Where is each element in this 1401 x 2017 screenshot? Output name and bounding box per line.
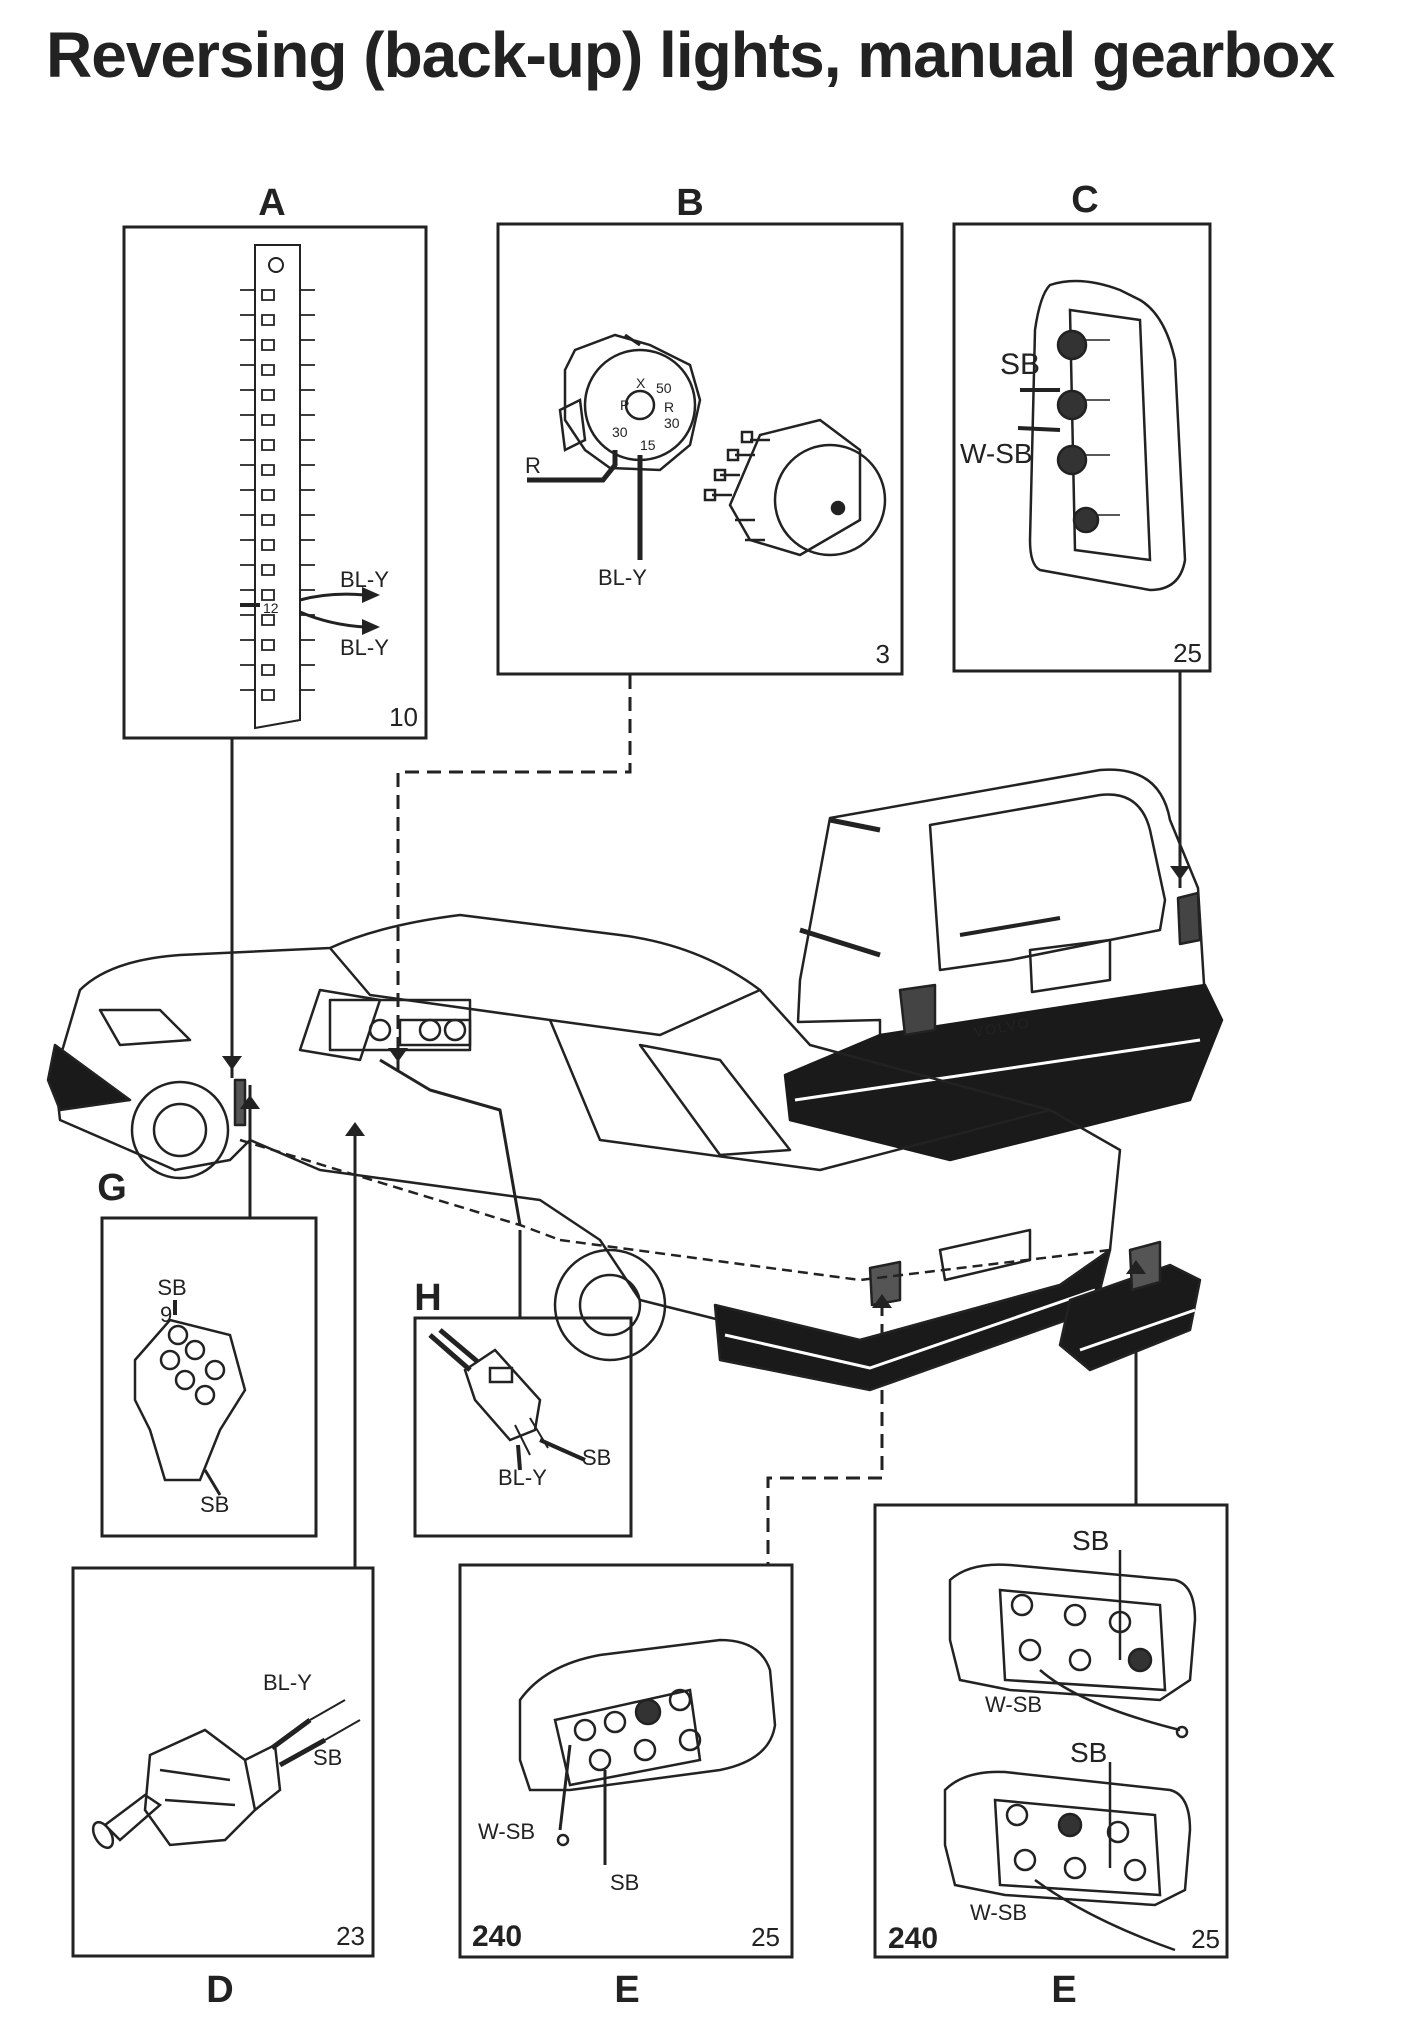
panel-e2-page-ref: 25	[1191, 1924, 1220, 1954]
connection-markers	[222, 866, 1190, 1308]
panel-h: H BL-Y SB	[413, 1277, 633, 1538]
rear-lamp-240-upper-icon	[948, 1550, 1197, 1739]
panel-a-frame	[122, 225, 428, 740]
leader-b	[396, 675, 632, 1070]
panel-g-letter: G	[97, 1167, 127, 1209]
wire-label-sb: SB	[582, 1445, 611, 1470]
arrow-icon	[388, 1048, 408, 1062]
wire-label-bly: BL-Y	[263, 1670, 312, 1695]
arrow-icon	[240, 1095, 260, 1109]
pin-number: 9	[160, 1302, 172, 1327]
wire-label-bly: BL-Y	[598, 565, 647, 590]
page-title: Reversing (back-up) lights, manual gearb…	[46, 19, 1335, 91]
panel-a-letter: A	[258, 182, 285, 224]
panel-b-page-ref: 3	[876, 639, 890, 669]
panel-b-letter: B	[676, 182, 703, 224]
wire-label-wsb: W-SB	[960, 438, 1033, 469]
panel-e2-model: 240	[888, 1922, 938, 1955]
panel-g: G SB 9 SB	[97, 1167, 318, 1538]
rear-lamp-240-lower-icon	[943, 1762, 1192, 1952]
wire-label-wsb-lower: W-SB	[970, 1900, 1027, 1925]
wire-label-wsb-upper: W-SB	[985, 1692, 1042, 1717]
arrow-icon	[362, 619, 380, 635]
arrow-icon	[222, 1056, 242, 1070]
panel-c: C SB W-SB 25	[952, 179, 1212, 673]
panel-d-frame	[71, 1566, 375, 1958]
panel-e1-letter: E	[614, 1969, 639, 2011]
station-wagon-rear: VOLVO	[783, 768, 1224, 1162]
panel-d: BL-Y SB 23 D	[71, 1566, 375, 2011]
panel-c-page-ref: 25	[1173, 638, 1202, 668]
car-illustration: VOLVO	[46, 768, 1224, 1392]
panel-e1-frame	[458, 1563, 794, 1959]
panel-h-frame	[413, 1316, 633, 1538]
wire-label-sb: SB	[610, 1870, 639, 1895]
terminal-50: 50	[656, 380, 672, 396]
terminal-30a: 30	[612, 424, 628, 440]
arrow-icon	[1170, 866, 1190, 880]
wire-label-sb: SB	[1000, 348, 1040, 381]
terminal-15: 15	[640, 437, 656, 453]
arrow-icon	[872, 1294, 892, 1308]
wire-label-sb-lower: SB	[1070, 1737, 1107, 1768]
panel-e1-page-ref: 25	[751, 1922, 780, 1952]
panel-g-frame	[100, 1216, 318, 1538]
panel-e2-frame	[873, 1503, 1229, 1959]
panel-e-240-right: SB W-SB SB W-SB 240 25 E	[873, 1503, 1229, 2011]
terminal-r: R	[664, 399, 674, 415]
panel-c-letter: C	[1071, 179, 1098, 221]
panel-b-frame	[496, 222, 904, 676]
wire-label-sb-top: SB	[157, 1275, 186, 1300]
wire-label-wsb: W-SB	[478, 1819, 535, 1844]
panel-h-letter: H	[414, 1277, 441, 1319]
multi-connector-icon	[133, 1300, 247, 1496]
leader-e1	[766, 1302, 884, 1565]
wire-label-sb: SB	[313, 1745, 342, 1770]
wire-label-bly: BL-Y	[498, 1465, 547, 1490]
wire-label-sb-upper: SB	[1072, 1525, 1109, 1556]
panel-d-page-ref: 23	[336, 1921, 365, 1951]
saloon-body	[46, 913, 1202, 1392]
wire-label-sb-bottom: SB	[200, 1492, 229, 1517]
panel-b: B X 50 P R 30 30 15 R BL-Y 3	[496, 182, 904, 676]
panel-e-240-left: W-SB SB 240 25 E	[458, 1563, 794, 2011]
fuse-number: 12	[263, 600, 279, 616]
panel-e1-model: 240	[472, 1920, 522, 1953]
wire-label-r: R	[525, 453, 541, 478]
wagon-rear-lamp-icon	[1017, 279, 1187, 592]
panel-d-letter: D	[206, 1969, 233, 2011]
terminal-x: X	[636, 375, 646, 391]
arrow-icon	[1126, 1260, 1146, 1274]
fuse-box-icon	[240, 244, 366, 730]
rear-lamp-240-icon	[518, 1638, 777, 1865]
reversing-light-switch-icon	[91, 1699, 361, 1850]
panel-a: A 12 BL-Y BL-Y 10	[122, 182, 428, 740]
panel-a-page-ref: 10	[389, 702, 418, 732]
wire-label-bly-lower: BL-Y	[340, 635, 389, 660]
terminal-p: P	[620, 397, 629, 413]
arrow-icon	[345, 1122, 365, 1136]
two-pin-connector-icon	[428, 1328, 586, 1471]
panel-e2-letter: E	[1051, 1969, 1076, 2011]
terminal-30b: 30	[664, 415, 680, 431]
wire-label-bly-upper: BL-Y	[340, 567, 389, 592]
arrow-icon	[362, 587, 380, 603]
ignition-switch-icon	[527, 333, 887, 560]
panel-c-frame	[952, 222, 1212, 673]
